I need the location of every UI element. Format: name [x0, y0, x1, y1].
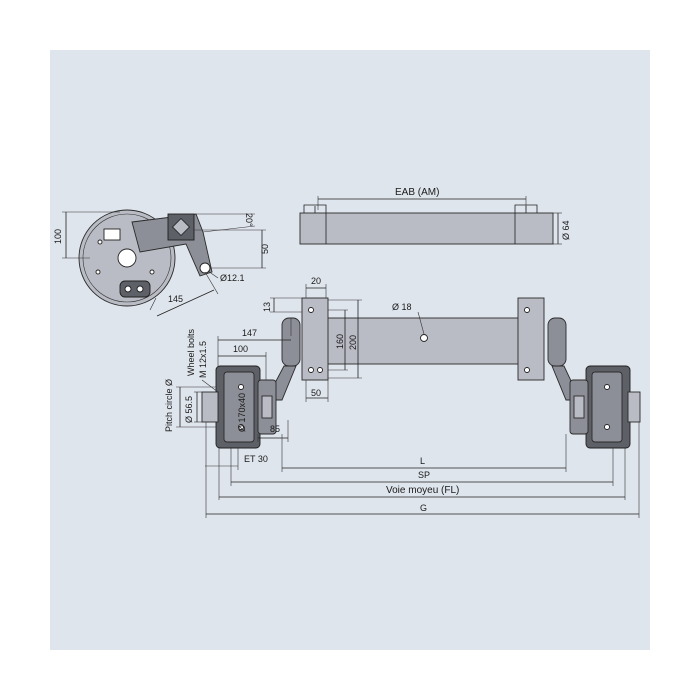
cable-hole-1 — [124, 285, 132, 293]
dim-50: 50 — [311, 388, 321, 398]
dim-height: 100 — [53, 229, 63, 244]
wheel-bolts-label: Wheel bolts — [186, 328, 196, 376]
dim-SP: SP — [418, 470, 430, 480]
left-hub — [201, 391, 219, 423]
dim-FL: Voie moyeu (FL) — [386, 485, 459, 496]
dim-L: L — [420, 456, 425, 466]
dim-tube: Ø 64 — [561, 220, 571, 240]
axle-tube-top — [299, 212, 554, 245]
wheel-bolts-size: M 12x1.5 — [198, 341, 208, 378]
dim-angle: 20° — [244, 213, 254, 227]
cable-hole-2 — [136, 285, 144, 293]
dim-200: 200 — [348, 335, 358, 350]
right-knuckle — [547, 317, 567, 367]
dim-arm: 145 — [168, 294, 183, 304]
brake-cable-mount — [119, 280, 151, 298]
dim-160: 160 — [335, 334, 345, 349]
torsion-rubber — [171, 217, 191, 237]
dim-100: 100 — [233, 344, 248, 354]
dim-drop: 50 — [260, 244, 270, 254]
brake-label-plate — [103, 228, 121, 241]
dim-147: 147 — [242, 328, 257, 338]
dim-hole: Ø12.1 — [220, 273, 245, 283]
dim-et: ET 30 — [244, 454, 268, 464]
dim-plate-width: 20 — [311, 276, 321, 286]
bolt-3 — [149, 269, 155, 275]
hub-hole — [117, 248, 137, 268]
bolt-1 — [97, 239, 103, 245]
dim-hole18: Ø 18 — [392, 302, 412, 312]
right-mount-bracket — [517, 297, 545, 381]
pitch-circle-label: Pitch circle Ø — [164, 379, 174, 432]
top-view: EAB (AM) Ø 64 — [299, 187, 571, 245]
hub-diameter: Ø 56.5 — [184, 396, 194, 423]
dim-13: 13 — [262, 302, 272, 312]
axle-hole — [420, 334, 428, 342]
front-view: 20 13 Ø 18 160 200 50 147 100 Wheel bolt… — [164, 276, 641, 518]
dim-eab: EAB (AM) — [395, 187, 439, 198]
dim-85: 85 — [270, 424, 280, 434]
bolt-2 — [95, 269, 101, 275]
drum-diameter: Ø 170x40 — [237, 393, 247, 432]
right-hub — [627, 391, 641, 423]
side-view: 100 20° 50 Ø12.1 145 — [53, 209, 270, 317]
left-mount-bracket — [301, 297, 329, 381]
dim-G: G — [420, 503, 427, 513]
left-bracket-top — [303, 204, 327, 244]
